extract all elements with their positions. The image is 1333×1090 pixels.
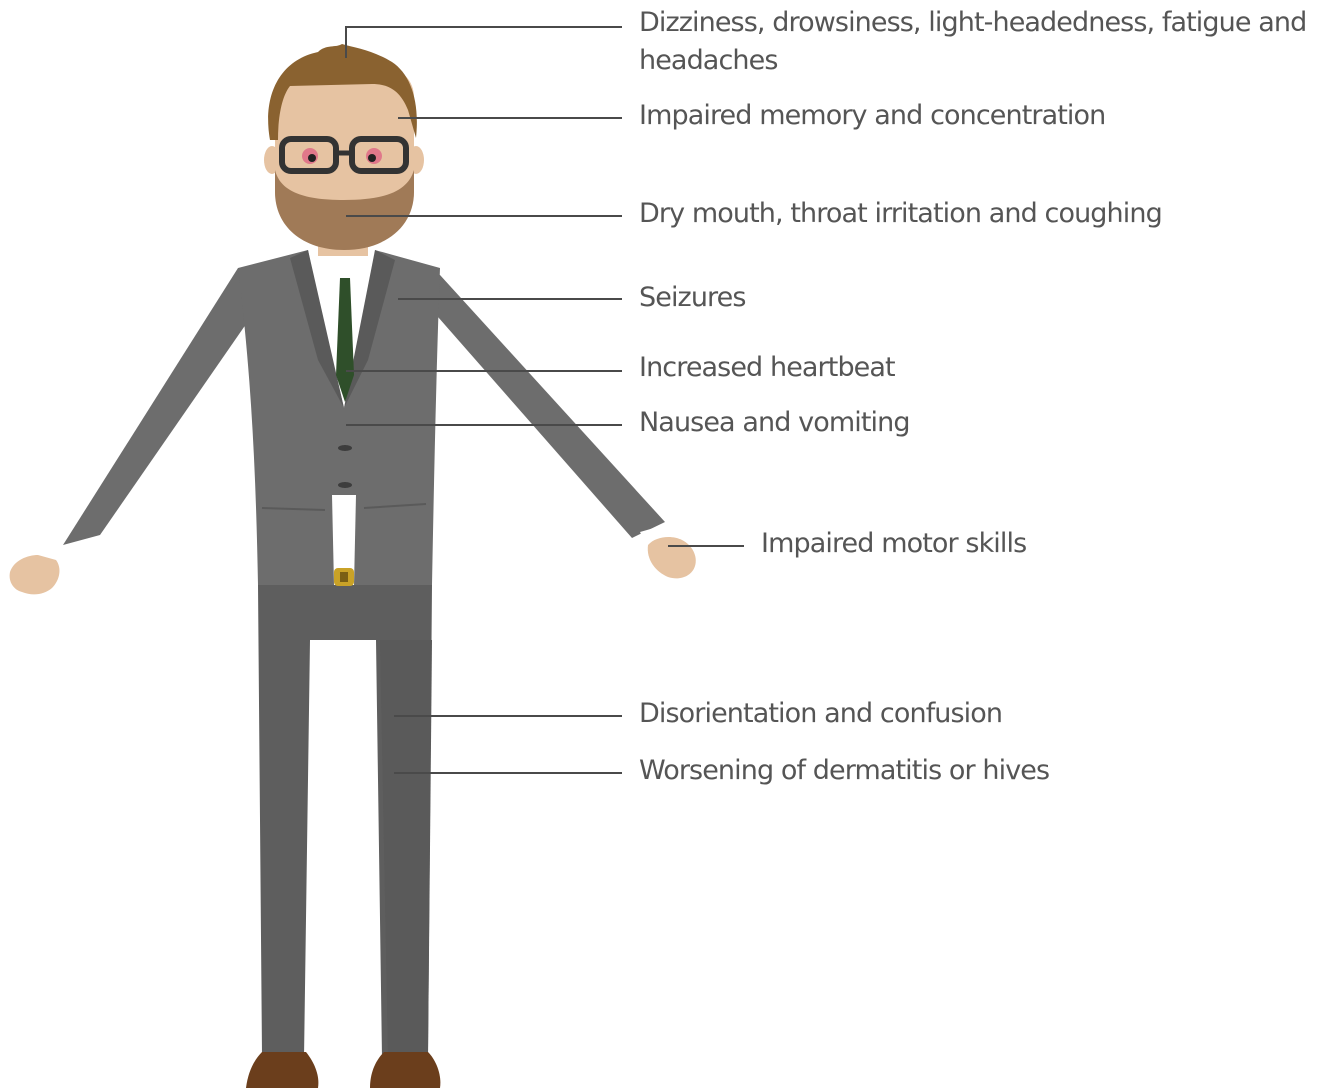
leader-line-head bbox=[345, 26, 622, 58]
callout-leg-lower: Worsening of dermatitis or hives bbox=[639, 755, 1050, 786]
callout-heart: Increased heartbeat bbox=[639, 352, 896, 383]
trousers bbox=[258, 585, 432, 1058]
callout-brain: Impaired memory and concentration bbox=[639, 100, 1106, 131]
right-arm bbox=[395, 268, 696, 579]
right-shoe bbox=[370, 1052, 441, 1088]
leader-lines bbox=[345, 26, 744, 774]
callout-hand: Impaired motor skills bbox=[761, 528, 1027, 559]
callout-mouth: Dry mouth, throat irritation and coughin… bbox=[639, 198, 1163, 229]
callout-leg-upper: Disorientation and confusion bbox=[639, 698, 1003, 729]
person-figure-icon bbox=[9, 44, 696, 1088]
jacket bbox=[238, 250, 440, 586]
callout-stomach: Nausea and vomiting bbox=[639, 407, 910, 438]
head bbox=[264, 44, 424, 250]
left-arm bbox=[9, 268, 280, 595]
callout-shoulder: Seizures bbox=[639, 282, 746, 313]
callout-head: Dizziness, drowsiness, light-headedness,… bbox=[639, 7, 1307, 76]
left-shoe bbox=[246, 1052, 319, 1088]
